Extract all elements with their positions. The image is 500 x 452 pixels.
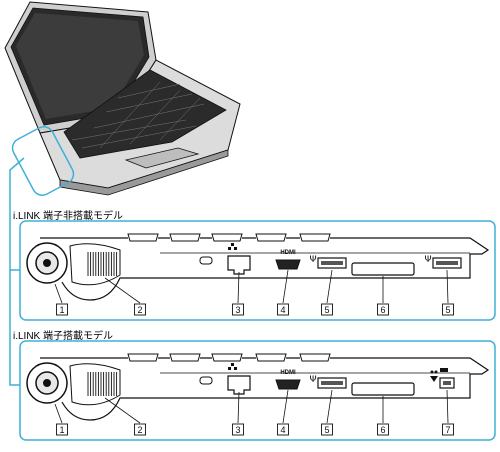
panel-frame (19, 220, 496, 321)
callout-box (321, 423, 333, 436)
callout-box (377, 303, 389, 316)
callout-number: 4 (280, 425, 285, 435)
chassis-outline (40, 237, 490, 301)
callout-number: 4 (280, 305, 285, 315)
callout-number: 2 (137, 425, 142, 435)
callout-number: 1 (59, 305, 64, 315)
callout-number: 2 (137, 305, 142, 315)
callout-number: 7 (445, 425, 450, 435)
callout-number: 5 (324, 305, 329, 315)
panel-caption-without-ilink: i.LINK 端子非搭載モデル (13, 211, 124, 222)
hinge-vent (255, 233, 287, 242)
usb-icon: Ψ (309, 255, 316, 265)
card-slot (351, 382, 415, 396)
callout-leader (446, 389, 449, 424)
hinge-vent (211, 233, 243, 242)
callout-leader (326, 269, 333, 304)
lan-icon (228, 243, 237, 250)
callout-leader (104, 397, 141, 424)
panel-with-ilink: HDMI Ψ 1 2 3 4 5 6 7 (19, 340, 496, 441)
usb-icon: Ψ (424, 255, 431, 265)
hinge-vent (127, 353, 159, 362)
callout-number: 3 (235, 425, 240, 435)
callout-box (232, 303, 244, 316)
callout-leader (104, 277, 141, 304)
hdmi-label: HDMI (280, 250, 296, 256)
panel-frame (19, 340, 496, 441)
hinge-vent (169, 233, 201, 242)
callout-box (232, 423, 244, 436)
hdmi-label: HDMI (280, 370, 296, 376)
callout-box (134, 423, 146, 436)
callout-number: 3 (235, 305, 240, 315)
panel-without-ilink: HDMI Ψ Ψ 1 2 3 4 5 6 5 (19, 220, 496, 321)
callout-box (377, 423, 389, 436)
hinge-vent (299, 233, 331, 242)
hinge-vent (255, 353, 287, 362)
panel-caption-with-ilink: i.LINK 端子搭載モデル (13, 331, 114, 342)
chassis-outline (40, 357, 490, 421)
callout-number: 6 (380, 425, 385, 435)
callout-leader (237, 271, 240, 304)
power-jack-pin (43, 259, 51, 267)
callout-box (56, 423, 68, 436)
hdmi-port (275, 379, 301, 390)
connector-lines (9, 157, 25, 386)
callout-leader (54, 403, 63, 424)
callout-number: 6 (380, 305, 385, 315)
lan-port (227, 255, 251, 275)
power-jack-pin (43, 379, 51, 387)
callout-number: 5 (445, 305, 450, 315)
laptop-touchpad (124, 147, 200, 169)
laptop-illustration (4, 1, 241, 196)
callout-box (442, 423, 454, 436)
ilink-port-inner (443, 381, 451, 385)
card-slot (351, 262, 415, 276)
callout-box (442, 303, 454, 316)
hinge-vent (211, 353, 243, 362)
callout-leader (282, 269, 289, 304)
security-slot (199, 256, 213, 265)
callout-leader (282, 389, 289, 424)
usb-port-tongue (436, 261, 458, 265)
callout-box (134, 303, 146, 316)
usb-port-tongue (321, 381, 343, 385)
hinge-vent (299, 353, 331, 362)
callout-leader (237, 391, 240, 424)
callout-box (277, 303, 289, 316)
security-slot (199, 376, 213, 385)
callout-leader (446, 269, 449, 304)
callout-leader (326, 389, 333, 424)
callout-leader (54, 283, 63, 304)
usb-port-tongue (321, 261, 343, 265)
callout-box (277, 423, 289, 436)
laptop-keyboard (63, 69, 227, 159)
air-vent-outline (69, 363, 121, 406)
callout-box (56, 303, 68, 316)
hinge-vent (127, 233, 159, 242)
hinge-vent (169, 353, 201, 362)
lan-icon (228, 363, 237, 370)
lan-port (227, 375, 251, 395)
callout-number: 5 (324, 425, 329, 435)
usb-icon: Ψ (309, 375, 316, 385)
callout-number: 1 (59, 425, 64, 435)
highlight-region (11, 126, 75, 196)
air-vent-outline (69, 243, 121, 286)
callout-box (321, 303, 333, 316)
hdmi-port (275, 259, 301, 270)
ilink-icon (430, 368, 448, 382)
